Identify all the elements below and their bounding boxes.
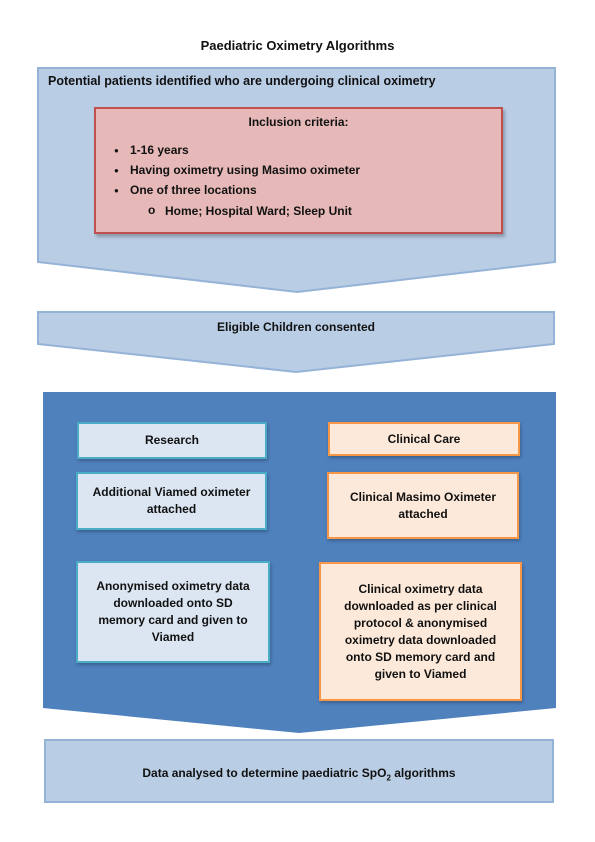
final-box-text: Data analysed to determine paediatric Sp… (45, 766, 553, 782)
clinical-heading-box: Clinical Care (328, 422, 520, 456)
clinical-heading: Clinical Care (387, 431, 461, 446)
eligible-text: Eligible Children consented (216, 320, 376, 334)
criterion-text: Having oximetry using Masimo oximeter (130, 163, 361, 177)
research-heading: Research (144, 433, 200, 447)
research-heading-box: Research (77, 422, 267, 459)
criterion-text: One of three locations (130, 183, 257, 197)
inclusion-criteria-box: Inclusion criteria: 1-16 years Having ox… (94, 107, 503, 234)
final-text-tail: algorithms (390, 766, 456, 780)
clinical-step2-text: Clinical oximetry data downloaded as per… (344, 581, 497, 681)
clinical-step2-box: Clinical oximetry data downloaded as per… (319, 562, 522, 701)
research-step1-text: Additional Viamed oximeter attached (92, 485, 251, 516)
criterion-item: One of three locations (114, 183, 257, 197)
research-step2-box: Anonymised oximetry data downloaded onto… (76, 561, 270, 663)
criterion-item: Having oximetry using Masimo oximeter (114, 163, 360, 177)
panel-arrow-tip (43, 708, 556, 733)
final-text-main: Data analysed to determine paediatric Sp… (142, 766, 387, 780)
sub-criterion-text: Home; Hospital Ward; Sleep Unit (165, 204, 352, 218)
sub-criterion-item: Home; Hospital Ward; Sleep Unit (148, 203, 352, 218)
research-step2-text: Anonymised oximetry data downloaded onto… (96, 579, 250, 644)
diagram-title: Paediatric Oximetry Algorithms (200, 38, 395, 53)
clinical-step1-box: Clinical Masimo Oximeter attached (327, 472, 519, 539)
final-box-shape (44, 739, 554, 803)
research-step1-box: Additional Viamed oximeter attached (76, 472, 267, 530)
eligible-arrow-shape (37, 311, 555, 374)
criterion-item: 1-16 years (114, 143, 189, 157)
header-box-text: Potential patients identified who are un… (48, 74, 436, 88)
inclusion-criteria-title: Inclusion criteria: (248, 115, 349, 129)
criterion-text: 1-16 years (130, 143, 189, 157)
clinical-step1-text: Clinical Masimo Oximeter attached (349, 489, 497, 521)
final-text-subscript: 2 (386, 773, 391, 783)
